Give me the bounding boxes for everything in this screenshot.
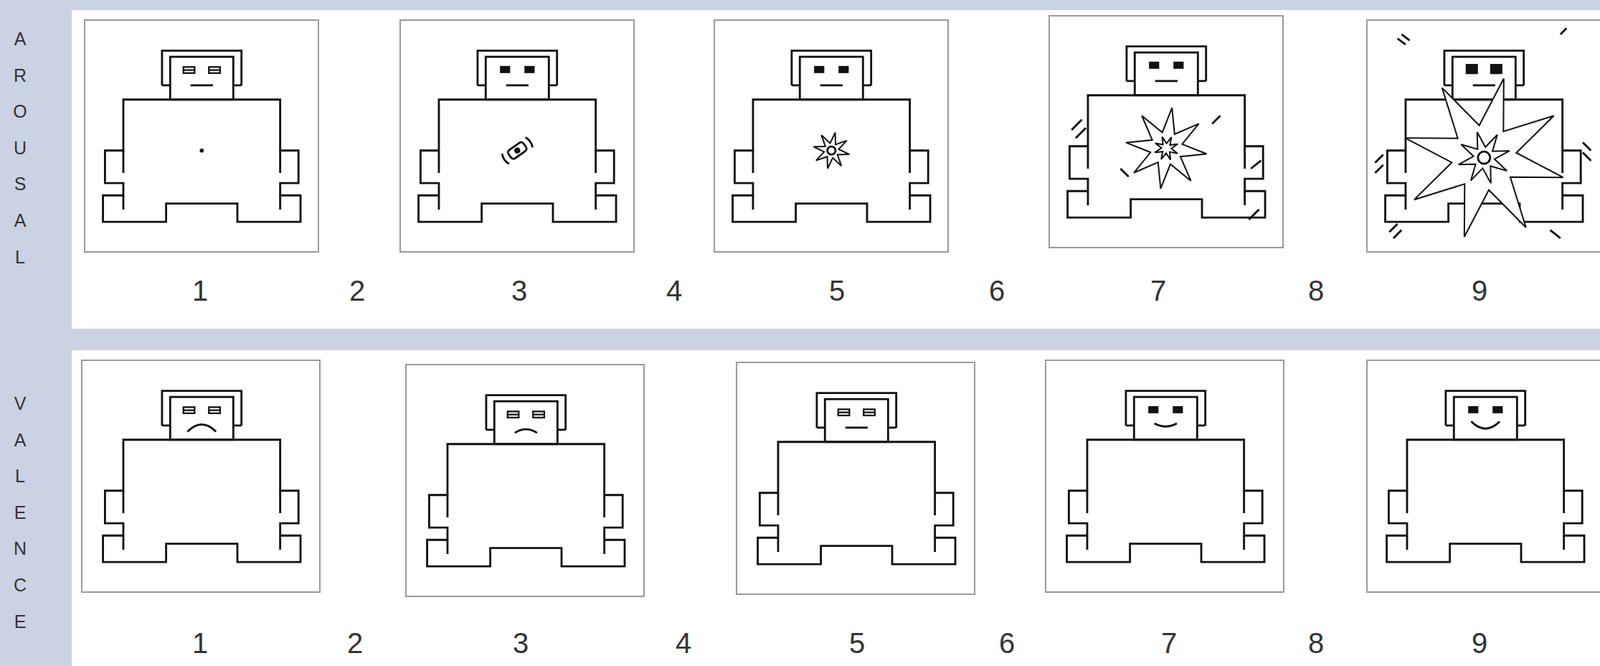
axis-title: VALENCE [11, 385, 30, 639]
valence-manikin-9 [1366, 360, 1600, 592]
scale-number: 5 [849, 628, 865, 657]
scale-number: 4 [666, 276, 683, 305]
scale-number: 6 [999, 628, 1015, 657]
scale-number: 1 [192, 628, 208, 657]
arousal-manikin-9 [1366, 20, 1600, 257]
scale-number: 5 [829, 276, 845, 305]
scale-number: 7 [1150, 276, 1167, 305]
scale-number: 9 [1471, 276, 1488, 305]
arousal-manikin-3 [400, 20, 634, 252]
arousal-manikin-7 [1049, 15, 1284, 248]
scale-number: 7 [1161, 628, 1177, 657]
arousal-manikin-1 [84, 20, 319, 252]
axis-title: AROUSAL [11, 20, 30, 275]
scale-number: 4 [675, 628, 692, 657]
valence-manikin-1 [81, 360, 320, 592]
valence-manikin-3 [405, 364, 645, 596]
valence-manikin-7 [1045, 360, 1284, 592]
valence-panel [71, 349, 1600, 666]
scale-number: 2 [349, 276, 366, 305]
arousal-panel [71, 10, 1600, 329]
scale-number: 8 [1308, 628, 1324, 657]
scale-number: 2 [347, 628, 363, 657]
valence-manikin-5 [736, 362, 975, 594]
scale-number: 3 [511, 276, 528, 305]
scale-number: 6 [988, 276, 1005, 305]
scale-number: 1 [192, 276, 208, 305]
scale-number: 3 [512, 628, 529, 657]
scale-number: 8 [1308, 276, 1324, 305]
scale-number: 9 [1471, 628, 1488, 657]
arousal-manikin-5 [714, 20, 949, 252]
